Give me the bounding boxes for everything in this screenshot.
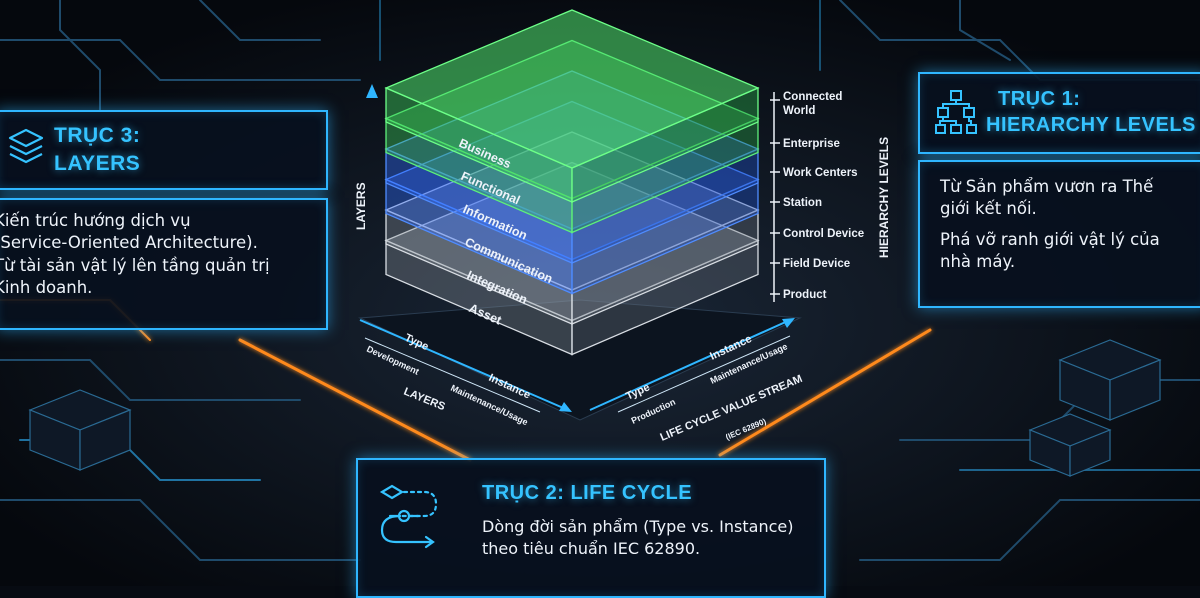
- lifecycle-flow-icon: [379, 484, 438, 549]
- axis3-title-panel: TRỤC 3: LAYERS: [0, 110, 328, 190]
- axis3-text-panel: Kiến trúc hướng dịch vụ (Service-Oriente…: [0, 198, 328, 330]
- axis2-panel: TRỤC 2: LIFE CYCLE Dòng đời sản phẩm (Ty…: [356, 458, 826, 598]
- axis3-text-line-4: Kinh doanh.: [0, 277, 93, 297]
- hierarchy-level-label: Product: [783, 289, 827, 301]
- hierarchy-level-label: Field Device: [783, 258, 850, 270]
- axis2-description: Dòng đời sản phẩm (Type vs. Instance) th…: [482, 516, 822, 559]
- layers-stack-icon: [8, 128, 44, 164]
- layer-stack: BusinessFunctionalInformationCommunicati…: [384, 9, 760, 356]
- axis3-title-line2: LAYERS: [54, 152, 141, 175]
- hierarchy-axis-label: HIERARCHY LEVELS: [877, 137, 891, 258]
- layers-axis-label: LAYERS: [354, 182, 368, 230]
- hierarchy-level-label: Enterprise: [783, 138, 840, 150]
- circuit-traces: [0, 0, 1200, 561]
- axis1-title-panel: TRỤC 1: HIERARCHY LEVELS: [918, 72, 1200, 154]
- left-floor-axis: [359, 319, 572, 413]
- axis1-title-line2: HIERARCHY LEVELS: [986, 114, 1196, 136]
- hierarchy-level-label: Station: [783, 197, 822, 209]
- axis3-description: Kiến trúc hướng dịch vụ (Service-Oriente…: [0, 210, 324, 299]
- axis2-text-line-1: Dòng đời sản phẩm (Type vs. Instance): [482, 517, 794, 536]
- axis1-text-line-3: Phá vỡ ranh giới vật lý của: [940, 229, 1160, 249]
- axis1-text-line-4: nhà máy.: [940, 251, 1016, 271]
- axis2-title: TRỤC 2: LIFE CYCLE: [482, 482, 693, 504]
- axis3-title-line1: TRỤC 3:: [54, 124, 141, 147]
- layers-axis-arrow: [366, 84, 378, 315]
- axis1-title-line1: TRỤC 1:: [998, 88, 1081, 110]
- axis3-text-line-1: Kiến trúc hướng dịch vụ: [0, 211, 191, 230]
- hierarchy-level-label: Control Device: [783, 228, 864, 240]
- axis1-text-line-1: Từ Sản phẩm vươn ra Thế: [940, 177, 1154, 196]
- axis2-text-line-2: theo tiêu chuẩn IEC 62890.: [482, 538, 701, 558]
- right-floor-axis: [589, 318, 795, 413]
- layer-slab-business: [384, 9, 760, 203]
- axis1-description: Từ Sản phẩm vươn ra Thế giới kết nối. Ph…: [940, 176, 1200, 273]
- axis3-text-line-3: Từ tài sản vật lý lên tầng quản trị: [0, 255, 270, 275]
- axis1-text-line-2: giới kết nối.: [940, 199, 1037, 219]
- axis1-text-panel: Từ Sản phẩm vươn ra Thế giới kết nối. Ph…: [918, 160, 1200, 308]
- background-blocks: [28, 339, 1162, 477]
- hierarchy-tree-icon: [935, 90, 977, 134]
- axis3-text-line-2: (Service-Oriented Architecture).: [0, 233, 258, 253]
- hierarchy-level-label: Work Centers: [783, 167, 858, 179]
- diagram-floor: [358, 299, 802, 421]
